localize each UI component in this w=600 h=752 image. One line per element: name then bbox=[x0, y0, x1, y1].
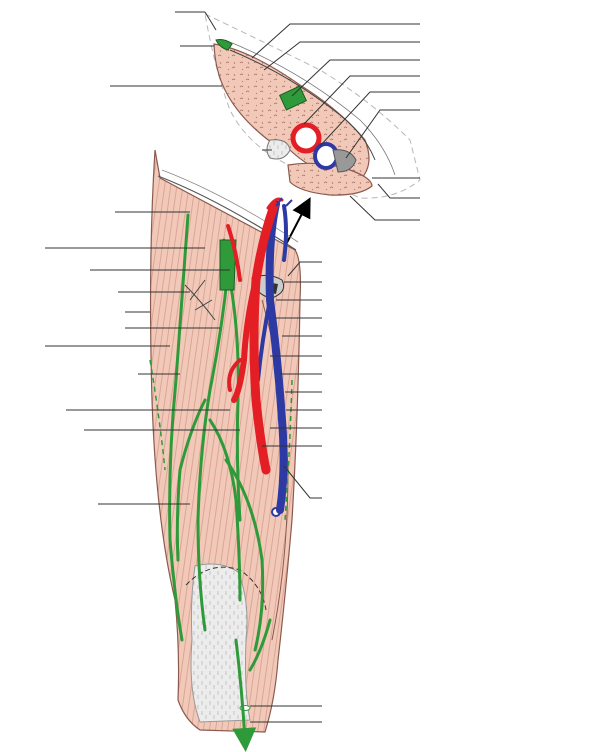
nerve-section bbox=[278, 85, 308, 111]
leader-line bbox=[319, 91, 420, 147]
artery-branch bbox=[226, 224, 242, 282]
vein-trunk bbox=[265, 200, 288, 514]
saphenous-nerve bbox=[232, 638, 257, 752]
deep-nerve-course bbox=[149, 359, 293, 521]
artery-branch bbox=[227, 358, 242, 392]
nerve-section bbox=[215, 39, 233, 51]
nerve-branch bbox=[168, 213, 190, 642]
nerve-branch bbox=[208, 418, 242, 602]
nerve-branch bbox=[175, 398, 207, 562]
patellar-region bbox=[190, 563, 251, 723]
leader-line bbox=[377, 183, 420, 199]
deep-artery bbox=[231, 277, 259, 403]
leader-line bbox=[287, 261, 322, 277]
femoral-artery-section bbox=[290, 122, 322, 154]
leader-line bbox=[283, 465, 322, 499]
nerve-plexus bbox=[184, 279, 216, 321]
femoral-artery bbox=[226, 197, 284, 475]
leader-line bbox=[204, 11, 217, 31]
artery-trunk bbox=[249, 201, 279, 475]
nerve-branch bbox=[224, 458, 265, 652]
leader-line bbox=[251, 23, 420, 59]
leader-line bbox=[345, 109, 420, 159]
leader-lines bbox=[45, 11, 420, 723]
nerve-branches bbox=[168, 213, 272, 752]
fascia-layer bbox=[204, 13, 421, 199]
thigh-illustration bbox=[149, 149, 302, 733]
sheath-line bbox=[229, 49, 376, 161]
leader-line bbox=[263, 41, 420, 71]
fascia-line bbox=[161, 169, 299, 243]
leader-line bbox=[291, 59, 420, 97]
leader-line bbox=[349, 195, 420, 221]
vein-branch bbox=[282, 204, 288, 262]
nerve-branch bbox=[196, 238, 230, 632]
thigh-cross-section bbox=[204, 13, 421, 199]
lymph-node-section bbox=[332, 149, 357, 173]
inguinal-ligament bbox=[157, 175, 297, 251]
node-section bbox=[266, 139, 291, 160]
nerve-branch bbox=[248, 618, 272, 672]
leader-line bbox=[303, 75, 420, 125]
vein-tributary bbox=[275, 197, 293, 207]
femoral-vein-section bbox=[313, 142, 339, 170]
